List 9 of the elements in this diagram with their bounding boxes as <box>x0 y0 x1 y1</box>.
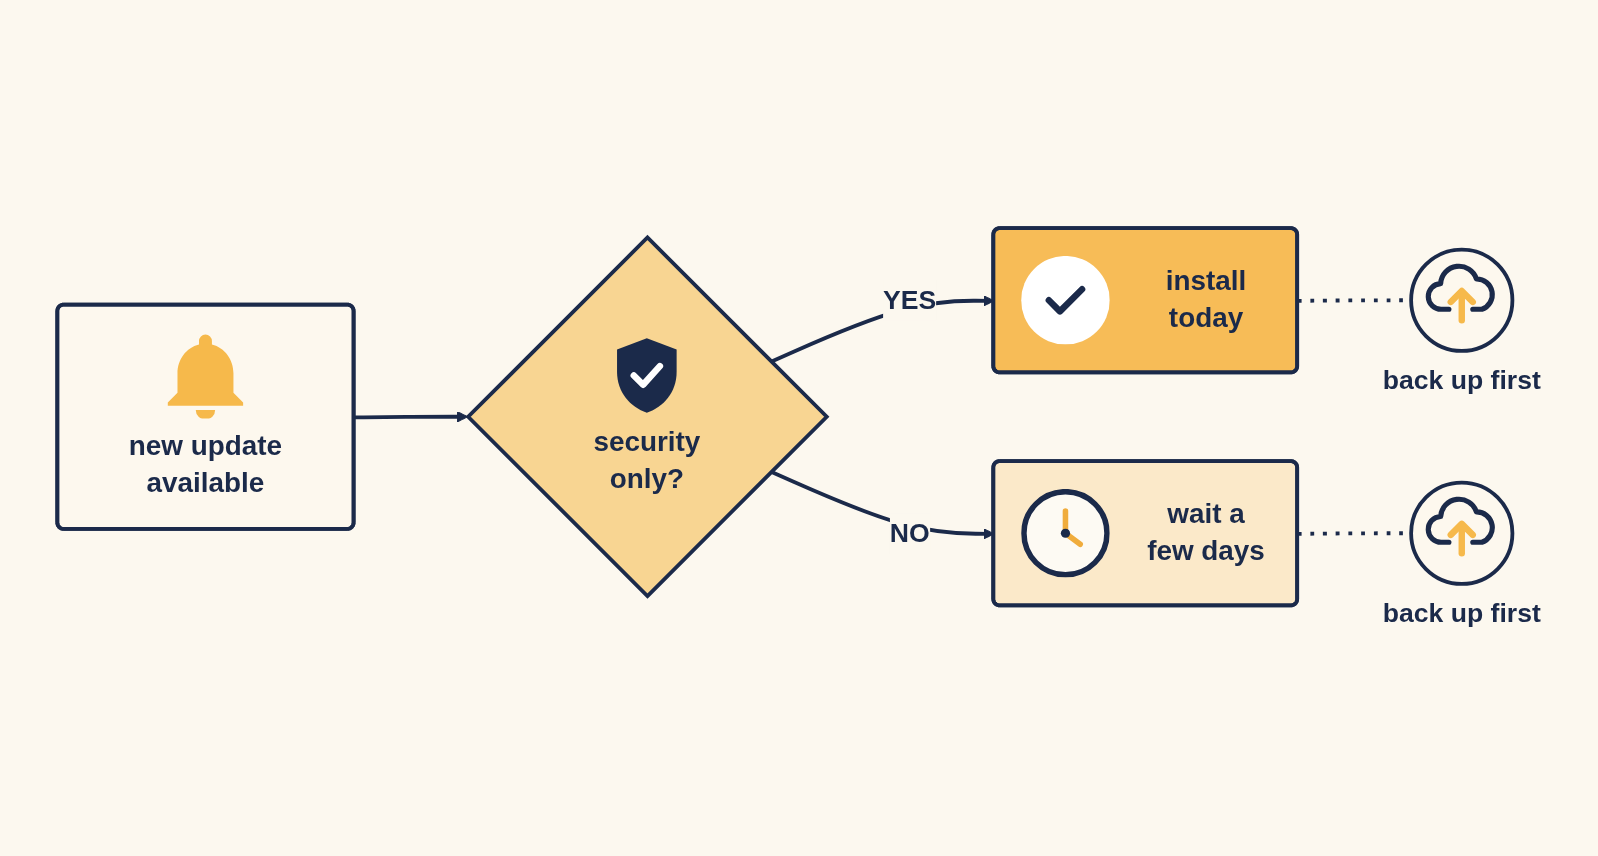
node-label: install today <box>1165 265 1247 334</box>
edge-label: NO <box>889 518 930 548</box>
node-label: security only? <box>593 426 701 495</box>
side-caption: back up first <box>1382 365 1541 396</box>
node-label: wait a few days <box>1147 498 1265 567</box>
side-caption: back up first <box>1382 598 1541 628</box>
arrow <box>354 411 468 423</box>
edge-label: YES <box>883 285 937 315</box>
node-label: new update available <box>128 430 283 498</box>
